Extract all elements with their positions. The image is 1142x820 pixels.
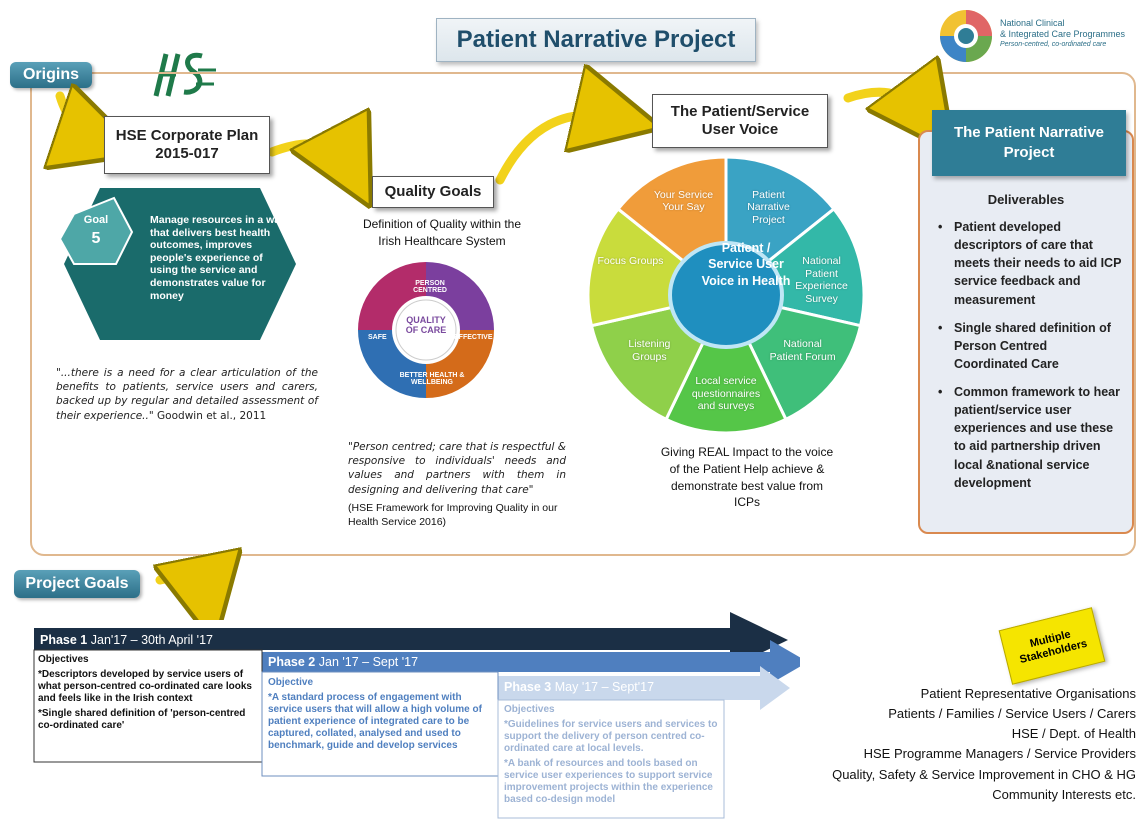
phase1-item: *Single shared definition of 'person-cen… — [38, 708, 246, 731]
deliverable-item: •Single shared definition of Person Cent… — [938, 319, 1124, 373]
quality-wheel — [358, 262, 494, 398]
quality-seg-safe: SAFE — [368, 334, 387, 341]
phase1-dates: Jan'17 – 30th April '17 — [90, 633, 213, 647]
stakeholders-badge-text: Multiple Stakeholders — [1018, 628, 1089, 667]
phase2-item: *A standard process of engagement with s… — [268, 692, 482, 751]
arrow-goals — [160, 578, 206, 601]
voice-wheel — [586, 155, 866, 435]
phase3-item: *Guidelines for service users and servic… — [504, 719, 718, 754]
phase1-heading: Objectives — [38, 654, 89, 665]
phase1-body: Objectives *Descriptors developed by ser… — [38, 654, 260, 732]
phase1-title: Phase 1 Jan'17 – 30th April '17 — [40, 633, 213, 647]
goal-text: Manage resources in a way that delivers … — [150, 214, 286, 302]
deliverable-item: •Patient developed descriptors of care t… — [938, 218, 1124, 309]
voice-segment-label: National Patient Forum — [769, 338, 836, 363]
deliverables-heading: Deliverables — [987, 192, 1065, 207]
impact-text: Giving REAL Impact to the voice of the P… — [660, 445, 834, 510]
phase2-title: Phase 2 Jan '17 – Sept '17 — [268, 655, 418, 669]
goodwin-quote-text: "...there is a need for a clear articula… — [56, 367, 318, 422]
voice-segment-label: Listening Groups — [628, 338, 671, 363]
arrow-plan-quality — [267, 144, 350, 168]
quality-definition: Definition of Quality within the Irish H… — [362, 217, 522, 248]
page-title: Patient Narrative Project — [436, 18, 756, 62]
framework-cite: (HSE Framework for Improving Quality in … — [348, 502, 558, 528]
deliverable-text: Single shared definition of Person Centr… — [954, 320, 1111, 371]
goodwin-quote: "...there is a need for a clear articula… — [56, 366, 318, 423]
phase3-dates: May '17 – Sept'17 — [554, 680, 655, 694]
phase3-heading: Objectives — [504, 704, 555, 715]
deliverable-item: •Common framework to hear patient/servic… — [938, 383, 1124, 492]
phase2-body: Objective *A standard process of engagem… — [268, 677, 494, 752]
voice-segment-label: Focus Groups — [597, 255, 664, 268]
voice-segment-label: National Patient Experience Survey — [795, 255, 848, 305]
quality-seg-health: BETTER HEALTH & WELLBEING — [399, 372, 465, 386]
goal-hexagon — [60, 188, 296, 340]
patient-voice-box: The Patient/Service User Voice — [652, 94, 828, 148]
phase3-label: Phase 3 — [504, 680, 552, 694]
phase3-body: Objectives *Guidelines for service users… — [504, 704, 720, 806]
arrow-origins-plan — [60, 96, 100, 140]
corporate-plan-box: HSE Corporate Plan 2015-017 — [104, 116, 270, 174]
phase3-item: *A bank of resources and tools based on … — [504, 758, 713, 805]
deliverable-text: Common framework to hear patient/service… — [954, 385, 1121, 490]
person-centred-quote: "Person centred; care that is respectful… — [348, 441, 566, 496]
stakeholder-list: Patient Representative Organisations Pat… — [740, 684, 1136, 805]
voice-segment-label: Local service questionnaires and surveys — [691, 375, 761, 413]
goodwin-cite: Goodwin et al., 2011 — [157, 409, 267, 422]
phase2-dates: Jan '17 – Sept '17 — [318, 655, 419, 669]
stakeholder-item: HSE Programme Managers / Service Provide… — [863, 746, 1136, 762]
quality-seg-person: PERSON CENTRED — [413, 280, 447, 294]
voice-center-circle — [668, 241, 784, 349]
ncicp-line3: Person-centred, co-ordinated care — [1000, 40, 1107, 48]
flow-arrows — [0, 0, 1142, 620]
deliverable-text: Patient developed descriptors of care th… — [954, 220, 1122, 307]
goal-number: 5 — [91, 230, 101, 247]
arrow-quality-voice — [495, 115, 618, 185]
ncicp-line2: & Integrated Care Programmes — [1000, 29, 1126, 40]
ncicp-line1: National Clinical — [1000, 18, 1065, 28]
phase1-item: *Descriptors developed by service users … — [38, 669, 252, 704]
voice-segment — [664, 291, 788, 435]
phase1-label: Phase 1 — [40, 633, 88, 647]
phase2-heading: Objective — [268, 677, 314, 688]
narrative-head: The Patient Narrative Project — [932, 110, 1126, 176]
deliverables-list: •Patient developed descriptors of care t… — [938, 218, 1124, 492]
quality-seg-effective: EFFECTIVE — [454, 334, 493, 341]
goal-label: Goal — [83, 214, 109, 226]
project-goals-tab: Project Goals — [14, 570, 140, 598]
phase-arrows — [33, 612, 800, 819]
phase3-title: Phase 3 May '17 – Sept'17 — [504, 680, 654, 694]
stakeholder-item: Quality, Safety & Service Improvement in… — [832, 766, 1136, 782]
stakeholder-item: Community Interests etc. — [992, 786, 1136, 802]
phase2-label: Phase 2 — [268, 655, 316, 669]
voice-center: Patient / Service User Voice in Health — [701, 241, 791, 288]
voice-segment-label: Patient Narrative Project — [747, 188, 790, 226]
voice-segment-label: Your Service Your Say — [653, 188, 714, 214]
quality-goals-box: Quality Goals — [372, 176, 494, 208]
stakeholder-item: HSE / Dept. of Health — [1011, 726, 1136, 742]
ncicp-logo: National Clinical & Integrated Care Prog… — [938, 8, 1138, 64]
arrow-voice-narrative — [843, 92, 928, 118]
stakeholder-item: Patients / Families / Service Users / Ca… — [888, 706, 1136, 722]
quality-center: QUALITY OF CARE — [405, 315, 447, 335]
stakeholder-item: Patient Representative Organisations — [920, 686, 1136, 701]
narrative-panel: The Patient Narrative Project Deliverabl… — [918, 110, 1134, 534]
